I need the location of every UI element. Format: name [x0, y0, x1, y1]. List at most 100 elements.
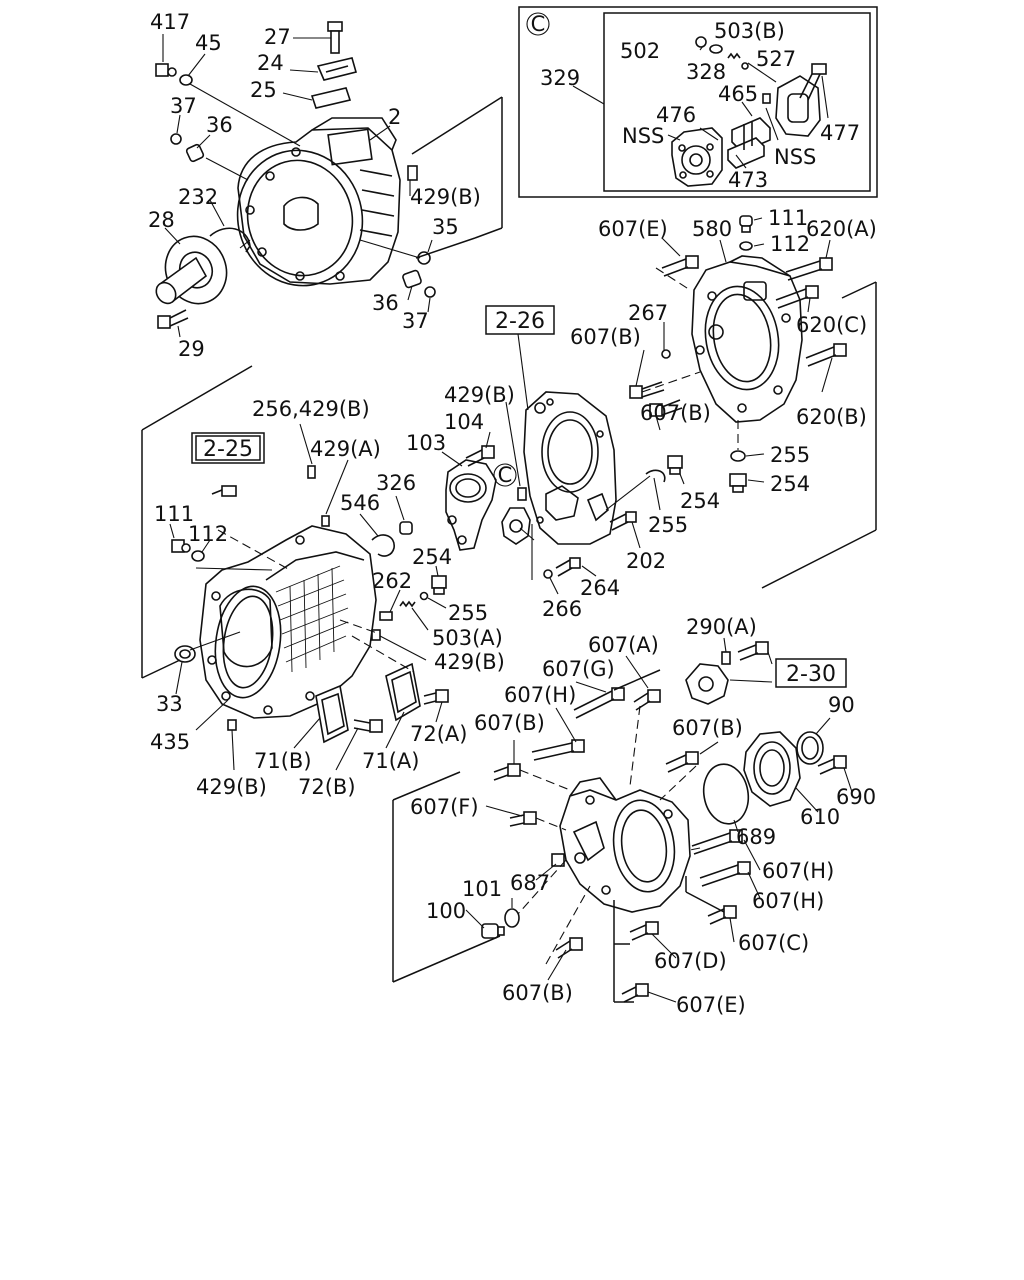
bolt-607d	[629, 921, 659, 941]
plug-100	[481, 923, 505, 939]
ref-label-2-25: 2-25	[203, 437, 253, 462]
callout-72a: 72(A)	[410, 722, 467, 746]
bolt-607b-right	[665, 751, 699, 773]
callout-112-1: 112	[770, 232, 810, 256]
rear-cover-plate	[523, 391, 617, 545]
bolt-290a	[737, 641, 769, 661]
detail-marker-letter-body: C	[498, 463, 513, 487]
bolt-417	[155, 63, 177, 77]
bolt-104	[465, 445, 495, 467]
clutch-housing	[236, 117, 401, 287]
front-cover-580	[691, 255, 803, 423]
callout-546: 546	[340, 491, 380, 515]
callout-607h-1: 607(H)	[504, 683, 576, 707]
pin-429b-case	[211, 485, 237, 497]
oring-328	[709, 44, 723, 54]
cover-plate-24	[316, 57, 357, 81]
callout-111-2: 111	[154, 502, 194, 526]
oil-pump-body	[671, 127, 723, 187]
plug-687	[551, 853, 565, 867]
callout-266: 266	[542, 597, 582, 621]
detent-262	[379, 611, 393, 621]
spring-503a	[399, 600, 416, 608]
bolt-690	[817, 755, 847, 775]
bolt-29	[157, 309, 189, 329]
inset-outer-frame	[518, 6, 878, 198]
callout-290a: 290(A)	[686, 615, 757, 639]
bolt-620a	[785, 257, 833, 281]
bushing-36b	[402, 269, 422, 289]
callout-2: 2	[388, 105, 401, 129]
washer-45	[179, 74, 193, 86]
callout-607e-2: 607(E)	[676, 993, 746, 1017]
callout-36a: 36	[206, 113, 233, 137]
washer-112-case	[191, 550, 205, 562]
callout-37a: 37	[170, 94, 197, 118]
detail-marker-circle	[526, 12, 550, 36]
callout-255-2: 255	[648, 513, 688, 537]
input-shaft-flange-28	[155, 235, 228, 305]
callout-103: 103	[406, 431, 446, 455]
callout-607h-2: 607(H)	[762, 859, 834, 883]
callout-326: 326	[376, 471, 416, 495]
ball-527	[741, 62, 749, 70]
callout-429b-2: 429(B)	[444, 383, 515, 407]
callout-nss-1: NSS	[622, 124, 664, 148]
pin-429b-case-2	[371, 629, 381, 641]
oring-255	[730, 450, 746, 462]
ref-box-2-25[interactable]: 2-25	[191, 432, 265, 464]
spring-503b	[727, 52, 741, 60]
bolt-620c	[775, 285, 819, 309]
callout-329: 329	[540, 66, 580, 90]
washer-266	[543, 569, 553, 579]
ref-label-2-30: 2-30	[786, 662, 836, 687]
callout-254-1: 254	[770, 472, 810, 496]
callout-429b-1: 429(B)	[410, 185, 481, 209]
callout-254-3: 254	[412, 545, 452, 569]
oring-101	[504, 908, 520, 928]
oil-seal-90	[796, 731, 824, 765]
callout-429b-4: 429(B)	[196, 775, 267, 799]
extension-leaders	[465, 637, 853, 1003]
callout-607b-5: 607(B)	[502, 981, 573, 1005]
callout-607e-1: 607(E)	[598, 217, 668, 241]
front-cover-leaders	[635, 217, 833, 483]
bolt-620b	[805, 343, 847, 367]
callout-607f: 607(F)	[410, 795, 479, 819]
companion-flange-610	[743, 731, 801, 807]
callout-527: 527	[756, 47, 796, 71]
plug-37b	[424, 286, 436, 298]
bolt-607b-top	[493, 763, 521, 781]
detail-marker-letter: C	[531, 12, 546, 36]
extension-housing	[559, 777, 691, 913]
callout-25: 25	[250, 78, 277, 102]
callout-429b-3: 429(B)	[434, 650, 505, 674]
callout-465: 465	[718, 82, 758, 106]
callout-607b-2: 607(B)	[640, 401, 711, 425]
callout-27: 27	[264, 25, 291, 49]
callout-328: 328	[686, 60, 726, 84]
callout-607b-1: 607(B)	[570, 325, 641, 349]
callout-90: 90	[828, 693, 855, 717]
callout-36b: 36	[372, 291, 399, 315]
callout-232: 232	[178, 185, 218, 209]
callout-101: 101	[462, 877, 502, 901]
ref-box-2-30[interactable]: 2-30	[775, 658, 847, 688]
snap-ring-546	[371, 534, 395, 557]
bolt-264	[555, 557, 581, 577]
callout-476: 476	[656, 103, 696, 127]
callout-503a: 503(A)	[432, 626, 503, 650]
pin-429b-2	[517, 487, 527, 501]
callout-580: 580	[692, 217, 732, 241]
callout-72b: 72(B)	[298, 775, 356, 799]
bolt-607b-bottom	[555, 937, 583, 959]
bolt-72b	[353, 719, 383, 733]
callout-202: 202	[626, 549, 666, 573]
plug-502	[695, 36, 707, 48]
plug-254	[667, 455, 683, 475]
snap-ring-232	[209, 227, 251, 253]
callout-112-2: 112	[188, 522, 228, 546]
gasket-25	[310, 87, 352, 109]
snap-ring-255	[645, 469, 666, 483]
ref-box-2-26[interactable]: 2-26	[485, 305, 555, 335]
